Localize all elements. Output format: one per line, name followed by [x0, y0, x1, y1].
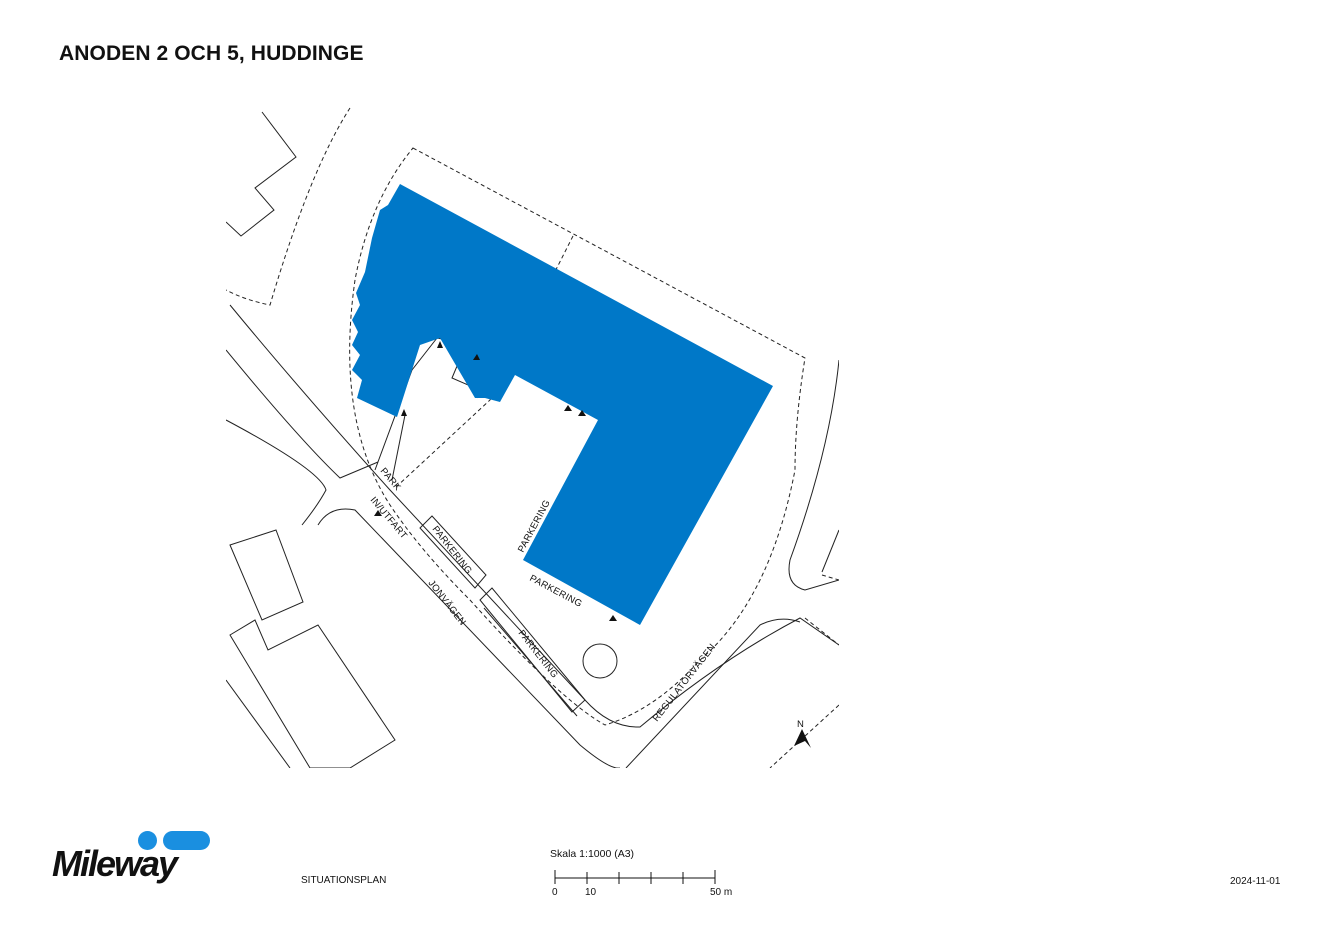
label-jonvagen: JONVÄGEN [426, 578, 468, 628]
entrance-arrow [401, 409, 407, 416]
property-boundary [821, 574, 839, 581]
scale-tick-label: 0 [552, 887, 558, 898]
parking-strip [419, 515, 487, 589]
scale-tick-label: 10 [585, 887, 597, 898]
logo-dot-icon [138, 831, 157, 850]
road-edge [788, 359, 839, 591]
main-building [352, 184, 773, 625]
scale-title: Skala 1:1000 (A3) [550, 848, 635, 860]
scale-bar: 0 10 50 m [552, 870, 732, 898]
logo-text: Mileway [52, 843, 178, 884]
lot-line [226, 679, 291, 768]
page-title: ANODEN 2 OCH 5, HUDDINGE [59, 42, 364, 65]
north-label: N [797, 719, 804, 730]
document-type: SITUATIONSPLAN [301, 875, 387, 886]
label-park: PARK [378, 466, 404, 494]
neighbour-building [229, 529, 304, 621]
entrance-arrow [609, 615, 617, 621]
access-road [391, 414, 406, 481]
road-edge [625, 618, 801, 768]
property-boundary [226, 107, 351, 306]
entrance-arrow [564, 405, 572, 411]
road-edge [226, 419, 327, 526]
site-boundary [349, 147, 806, 726]
neighbour-building [229, 619, 396, 768]
label-regulatorvagen: REGULATORVÄGEN [651, 642, 718, 724]
label-in-utfart: IN/UTFART [368, 495, 410, 542]
property-boundary [804, 617, 839, 646]
north-arrow: N [794, 719, 811, 748]
document-date: 2024-11-01 [1230, 876, 1281, 887]
entrance-arrow [374, 510, 382, 516]
label-parkering: PARKERING [430, 524, 474, 576]
entrance-arrow [578, 410, 586, 416]
neighbour-building-outline [226, 111, 297, 237]
entrance-arrow [473, 354, 480, 360]
scale-tick-label: 50 m [710, 887, 732, 898]
parking-line [483, 607, 578, 717]
mileway-logo: Mileway [52, 829, 217, 889]
north-arrow-icon [794, 729, 811, 748]
road-edge [229, 304, 839, 728]
road-edge [821, 529, 839, 573]
turning-circle [582, 643, 618, 679]
entrance-arrow [437, 341, 443, 348]
site-boundary-internal [394, 235, 574, 489]
road-edge [226, 349, 379, 479]
entrance-arrows [374, 341, 617, 621]
road-edge [317, 508, 620, 768]
label-parkering: PARKERING [516, 628, 560, 680]
logo-pill-icon [163, 831, 210, 850]
property-boundary [769, 704, 839, 768]
